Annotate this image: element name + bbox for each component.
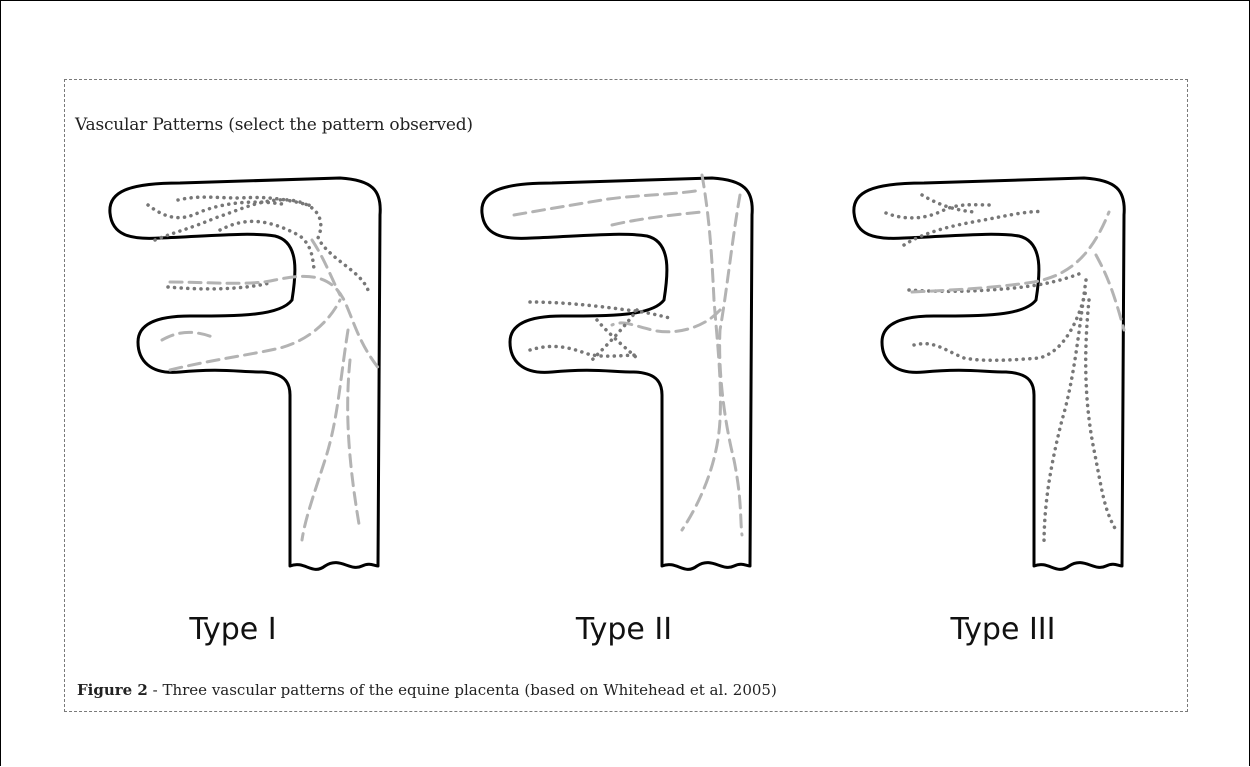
placenta-type-1 bbox=[110, 178, 380, 569]
type-1-label: Type I bbox=[133, 612, 333, 647]
figure-caption: Figure 2 - Three vascular patterns of th… bbox=[77, 681, 777, 699]
placenta-type-2 bbox=[482, 175, 752, 569]
placenta-type-3 bbox=[854, 178, 1124, 569]
type-3-label: Type III bbox=[903, 612, 1103, 647]
type-2-label: Type II bbox=[524, 612, 724, 647]
caption-text: - Three vascular patterns of the equine … bbox=[148, 681, 777, 699]
caption-figure-number: Figure 2 bbox=[77, 681, 148, 699]
